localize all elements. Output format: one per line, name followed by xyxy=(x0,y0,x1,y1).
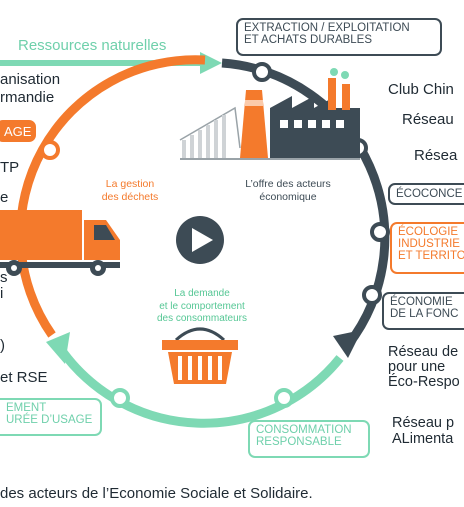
box-economie: ÉCONOMIE DE LA FONC xyxy=(382,292,464,330)
label-gestion-line2: des déchets xyxy=(101,191,159,203)
box-extraction: EXTRACTION / EXPLOITATION ET ACHATS DURA… xyxy=(236,18,442,56)
box-ecologie-line2: INDUSTRIE xyxy=(398,238,460,250)
resources-arrow-head xyxy=(200,52,222,74)
left-text-i: i xyxy=(0,285,4,302)
ring-node-bottom2 xyxy=(110,388,130,408)
box-age-label: AGE xyxy=(4,124,32,139)
right-text-reseau4-line1: Réseau p xyxy=(392,415,455,431)
left-text-e: e xyxy=(0,189,9,206)
ring-node-right2 xyxy=(370,222,390,242)
box-ecologie: ÉCOLOGIE INDUSTRIE ET TERRITO xyxy=(390,222,464,274)
box-age: AGE xyxy=(0,120,36,142)
box-ecologie-line1: ÉCOLOGIE xyxy=(398,226,459,238)
label-offre-line2: économique xyxy=(259,191,317,203)
right-text-reseau1: Réseau xyxy=(402,111,454,128)
box-extraction-line2: ET ACHATS DURABLES xyxy=(244,34,373,46)
left-text-organisation: anisation xyxy=(0,71,61,88)
box-extraction-line1: EXTRACTION / EXPLOITATION xyxy=(244,22,410,34)
factory-illustration xyxy=(179,68,360,160)
left-text-rse: et RSE xyxy=(0,369,48,386)
left-text-s: s xyxy=(0,269,8,286)
label-gestion-line1: La gestion xyxy=(105,178,155,190)
box-consommation-line2: RESPONSABLE xyxy=(256,436,342,448)
right-text-reseau3-line1: Réseau de xyxy=(388,344,459,360)
ring-node-right3 xyxy=(362,285,382,305)
box-economie-line2: DE LA FONC xyxy=(390,308,459,320)
right-text-club: Club Chin xyxy=(388,81,454,98)
label-gestion-dechets: La gestion des déchets xyxy=(92,178,168,204)
green-arrow-head xyxy=(46,332,70,364)
left-text-normandie: rmandie xyxy=(0,89,55,106)
box-allongement-line1: EMENT xyxy=(6,402,47,414)
slate-arrow-head xyxy=(333,330,362,358)
box-ecoconception-label: ÉCOCONCE xyxy=(396,188,463,200)
box-consommation: CONSOMMATION RESPONSABLE xyxy=(248,420,370,458)
box-consommation-line1: CONSOMMATION xyxy=(256,424,352,436)
left-text-paren: ) xyxy=(0,337,5,354)
label-demande-line1: La demande xyxy=(174,288,230,299)
label-demande: La demande et le comportement des consom… xyxy=(140,288,264,326)
right-text-reseau3: Réseau de pour une Éco-Respo xyxy=(388,345,460,390)
box-ecoconception: ÉCOCONCE xyxy=(388,183,464,205)
play-icon xyxy=(192,228,213,252)
green-arc xyxy=(56,345,344,428)
footer-text: des acteurs de l’Economie Sociale et Sol… xyxy=(0,485,313,502)
left-text-tp: TP xyxy=(0,159,20,176)
resources-label: Ressources naturelles xyxy=(18,37,167,54)
label-offre-acteurs: L’offre des acteurs économique xyxy=(228,178,348,204)
box-allongement: EMENT URÉE D’USAGE xyxy=(0,398,102,436)
right-text-reseau3-line2: pour une xyxy=(388,359,446,375)
truck-illustration xyxy=(0,210,120,276)
label-demande-line2: et le comportement xyxy=(159,300,245,312)
right-text-reseau2: Résea xyxy=(414,147,458,164)
right-text-reseau3-line3: Éco-Respo xyxy=(388,374,460,390)
ring-node-top xyxy=(252,62,272,82)
box-allongement-line2: URÉE D’USAGE xyxy=(6,414,93,426)
ring-node-bottom1 xyxy=(274,388,294,408)
basket-illustration xyxy=(162,327,238,384)
label-offre-line1: L’offre des acteurs xyxy=(245,178,331,190)
right-text-reseau4-line2: ALimenta xyxy=(392,431,454,447)
ring-node-left1 xyxy=(40,140,60,160)
label-demande-line3: des consommateurs xyxy=(156,313,248,324)
box-economie-line1: ÉCONOMIE xyxy=(390,296,453,308)
box-ecologie-line3: ET TERRITO xyxy=(398,250,464,262)
right-text-reseau4: Réseau p ALimenta xyxy=(392,415,454,447)
